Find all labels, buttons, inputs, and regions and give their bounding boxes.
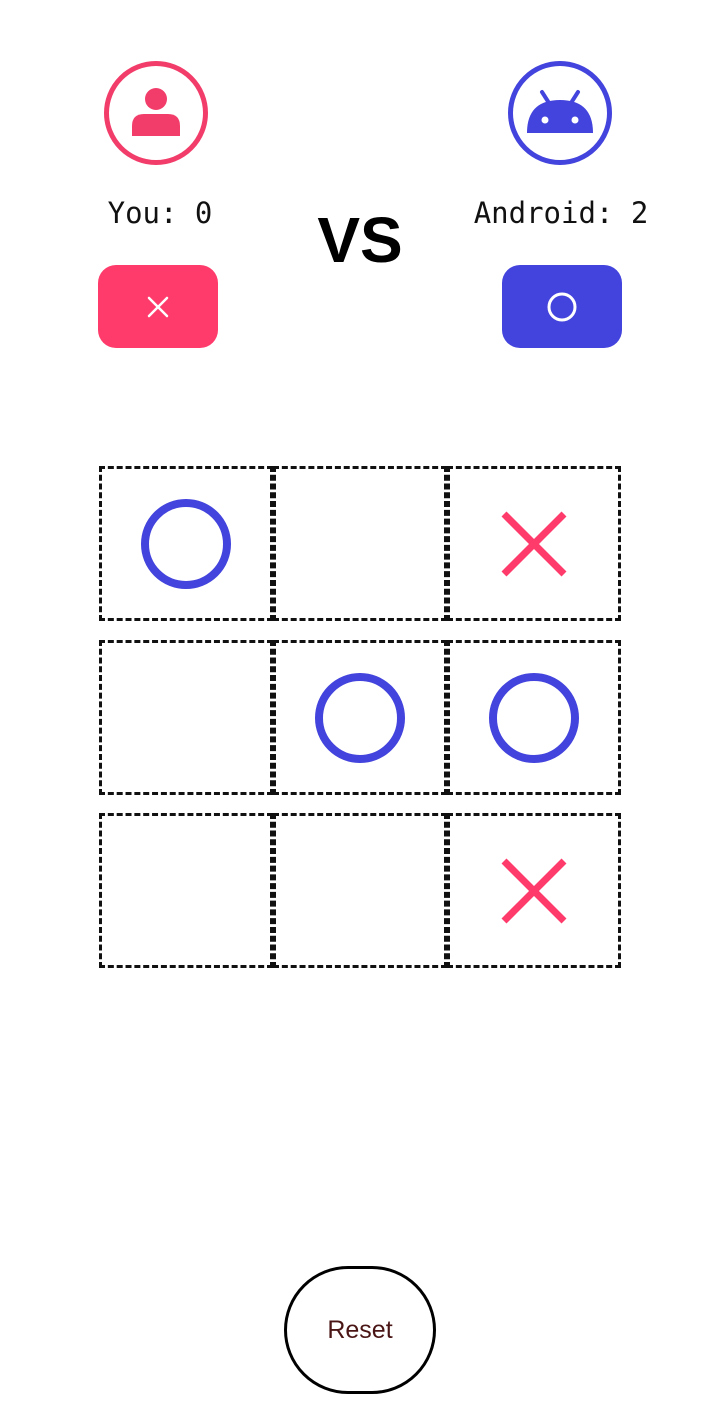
player-o-symbol-button[interactable]: [502, 265, 622, 348]
player-you-score: You: 0: [107, 196, 213, 230]
player-android-avatar: [508, 61, 612, 165]
board-cell-r3-c3[interactable]: [447, 813, 621, 968]
board-cell-r2-c1[interactable]: [99, 640, 273, 795]
board-cell-r2-c3[interactable]: [447, 640, 621, 795]
o-mark-icon: [315, 672, 405, 763]
x-mark-icon: [501, 858, 567, 923]
board-cell-r1-c2[interactable]: [273, 466, 447, 621]
x-mark-icon: [501, 511, 567, 576]
android-icon: [527, 90, 593, 133]
board-cell-r3-c2[interactable]: [273, 813, 447, 968]
game-board: [99, 466, 621, 968]
x-symbol-icon: [147, 296, 169, 317]
o-mark-icon: [141, 498, 231, 589]
board-cell-r3-c1[interactable]: [99, 813, 273, 968]
vs-label: VS: [317, 204, 403, 276]
player-x-symbol-button[interactable]: [98, 265, 218, 348]
board-cell-r1-c1[interactable]: [99, 466, 273, 621]
board-cell-r2-c2[interactable]: [273, 640, 447, 795]
player-android-score: Android: 2: [473, 196, 649, 230]
person-icon: [132, 88, 180, 136]
o-mark-icon: [489, 672, 579, 763]
player-you-avatar: [104, 61, 208, 165]
o-symbol-icon: [547, 292, 577, 321]
reset-button[interactable]: Reset: [284, 1266, 436, 1394]
board-cell-r1-c3[interactable]: [447, 466, 621, 621]
